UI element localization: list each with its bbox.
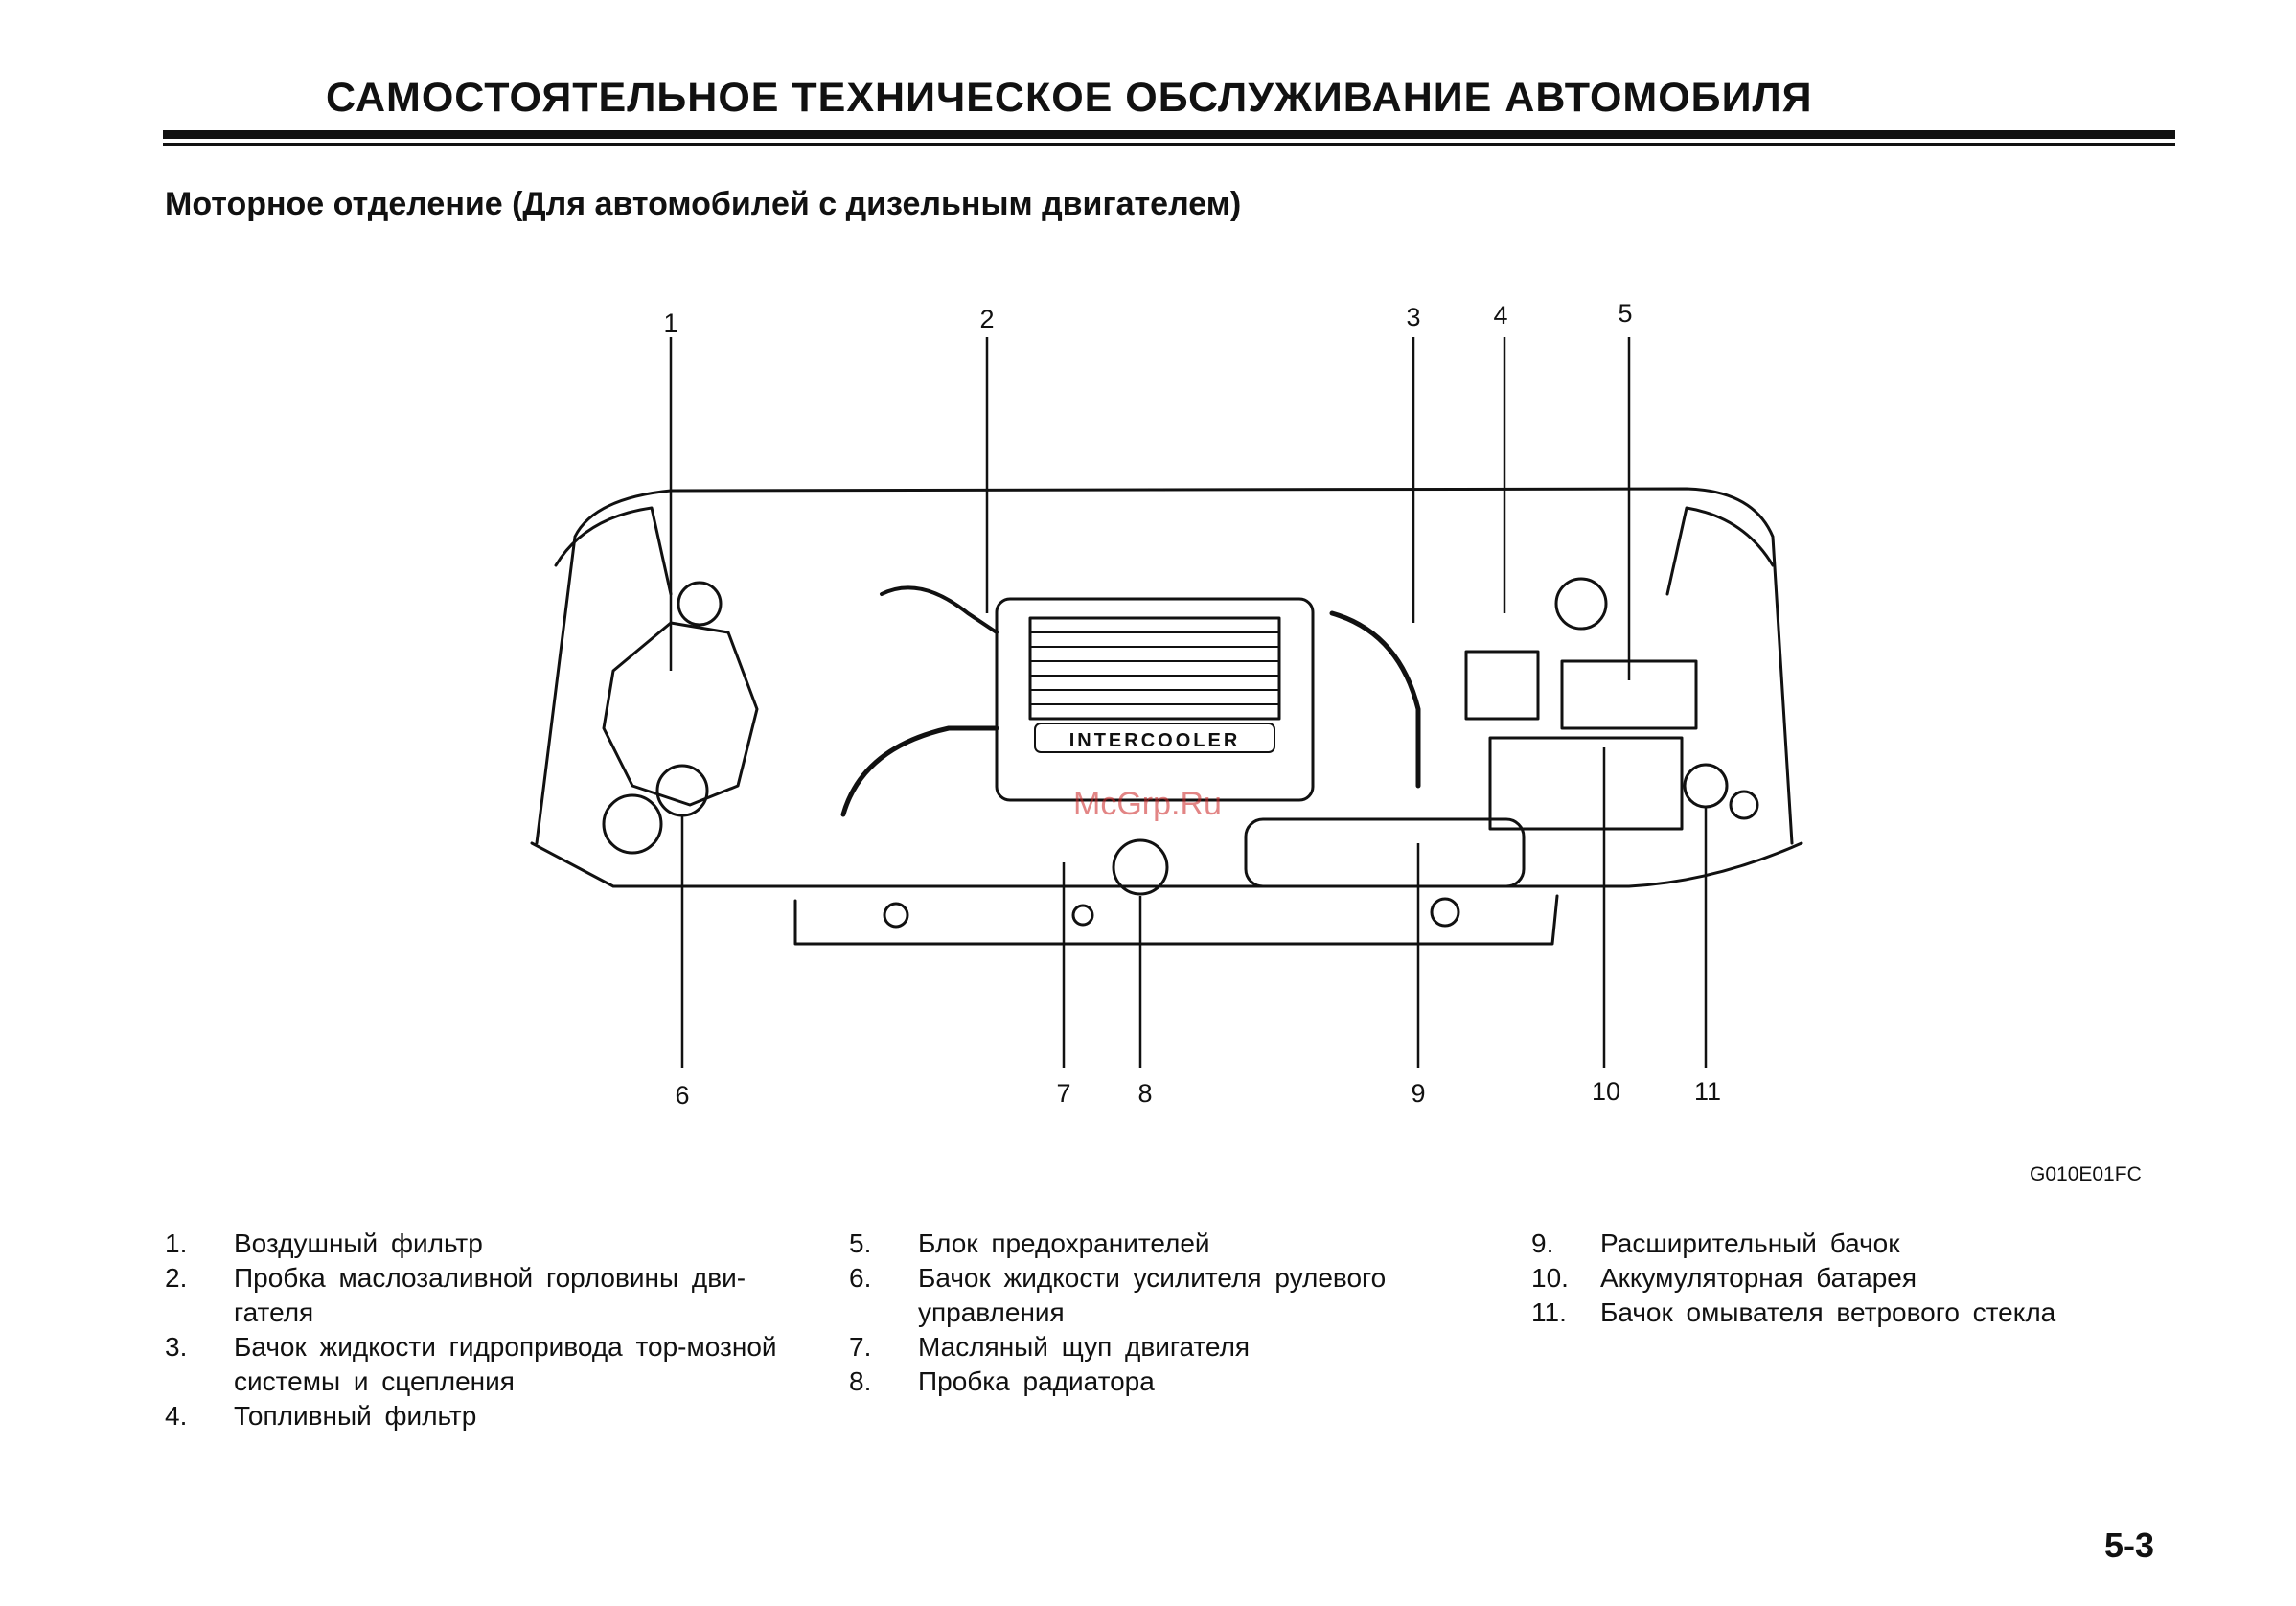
legend-item: 7. Масляный щуп двигателя [849,1330,1481,1365]
legend-text: Блок предохранителей [918,1228,1210,1258]
legend-text: Расширительный бачок [1600,1228,1900,1258]
legend-item: 10. Аккумуляторная батарея [1531,1261,2164,1296]
air-filter-box [602,621,759,807]
hose-left [840,725,999,817]
callout-4: 4 [1493,301,1507,330]
legend-text: Масляный щуп двигателя [918,1332,1251,1362]
legend-number: 2. [165,1263,188,1293]
legend-text: Аккумуляторная батарея [1600,1263,1917,1293]
callout-6: 6 [675,1081,689,1110]
washer-reservoir [1683,763,1729,809]
figure-code: G010E01FC [2030,1163,2142,1185]
legend-number: 9. [1531,1228,1554,1258]
legend-item: 4. Топливный фильтр [165,1399,797,1434]
legend-number: 1. [165,1228,188,1258]
callout-7: 7 [1056,1079,1070,1108]
callout-2: 2 [979,305,994,333]
bumper [793,894,1559,946]
legend-number: 6. [849,1263,872,1293]
legend-item: 5. Блок предохранителей [849,1227,1481,1261]
legend-text: Бачок жидкости гидропривода тор-мозной с… [234,1332,777,1396]
legend-text: Воздушный фильтр [234,1228,483,1258]
legend-text: Топливный фильтр [234,1401,477,1431]
hood-outline [535,487,1794,845]
callout-10: 10 [1592,1077,1620,1106]
legend-number: 8. [849,1366,872,1396]
legend-number: 4. [165,1401,188,1431]
ps-reservoir [655,764,709,817]
legend-number: 7. [849,1332,872,1362]
legend-text: Пробка маслозаливной горловины дви-гател… [234,1263,746,1327]
legend-text: Пробка радиатора [918,1366,1155,1396]
fender-right [1665,506,1775,596]
radiator-cap [1112,838,1169,896]
legend-column-3: 9. Расширительный бачок 10. Аккумуляторн… [1531,1227,2164,1330]
watermark: McGrp.Ru [1073,786,1222,822]
header-rule-thin [163,143,2175,146]
legend-number: 5. [849,1228,872,1258]
legend-text: Бачок жидкости усилителя рулевого управл… [918,1263,1387,1327]
air-filter-cap [677,581,723,627]
legend-item: 11. Бачок омывателя ветрового стекла [1531,1296,2164,1330]
legend-column-2: 5. Блок предохранителей 6. Бачок жидкост… [849,1227,1481,1399]
battery [1488,736,1684,831]
page-number: 5-3 [2104,1526,2155,1565]
fender-left [554,506,673,596]
legend-item: 6. Бачок жидкости усилителя рулевого упр… [849,1261,1481,1330]
front-panel [530,841,1803,888]
header-rule [163,130,2175,139]
callout-11: 11 [1694,1077,1721,1106]
legend-text: Бачок омывателя ветрового стекла [1600,1297,2056,1327]
callout-5: 5 [1618,299,1632,328]
callout-3: 3 [1406,303,1420,332]
legend-number: 11. [1531,1297,1567,1327]
intercooler-label: INTERCOOLER [1069,730,1241,751]
expansion-tank [1244,817,1526,888]
legend-item: 3. Бачок жидкости гидропривода тор-мозно… [165,1330,797,1399]
legend-number: 10. [1531,1263,1569,1293]
legend-number: 3. [165,1332,188,1362]
section-title: Моторное отделение (Для автомобилей с ди… [165,186,1242,222]
callout-9: 9 [1411,1079,1425,1108]
legend-item: 1. Воздушный фильтр [165,1227,797,1261]
callout-1: 1 [663,309,677,337]
legend-item: 8. Пробка радиатора [849,1365,1481,1399]
legend-column-1: 1. Воздушный фильтр 2. Пробка маслозалив… [165,1227,797,1434]
brake-reservoir-cap [1554,577,1608,631]
callout-8: 8 [1137,1079,1152,1108]
hose-right [1329,610,1421,789]
legend-item: 2. Пробка маслозаливной горловины дви-га… [165,1261,797,1330]
page-header-title: САМОСТОЯТЕЛЬНОЕ ТЕХНИЧЕСКОЕ ОБСЛУЖИВАНИЕ… [326,75,1813,121]
legend-item: 9. Расширительный бачок [1531,1227,2164,1261]
intercooler [995,597,1315,802]
